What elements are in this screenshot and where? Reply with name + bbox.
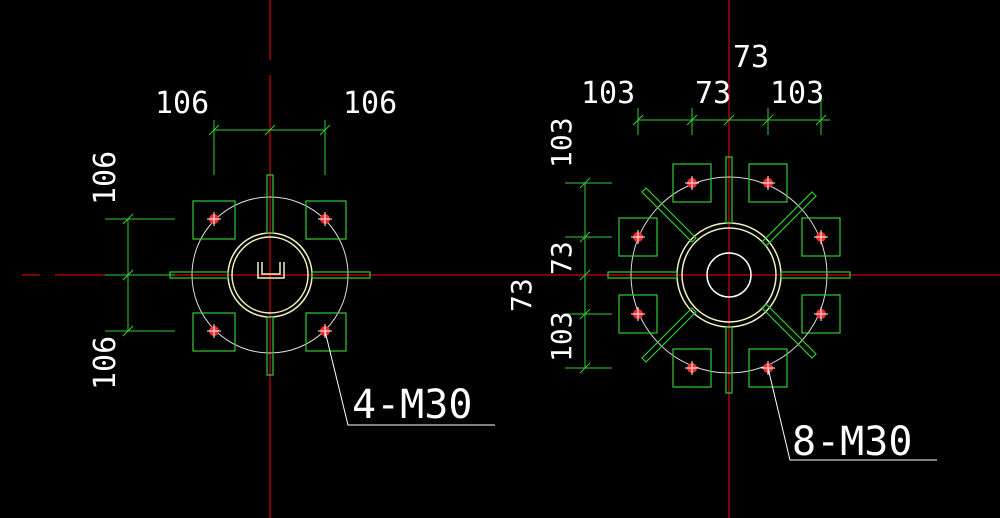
bolt-r2	[761, 176, 775, 190]
channel-section	[257, 262, 285, 279]
left-side-dimension	[105, 213, 175, 337]
stiffener-r-top	[725, 156, 733, 224]
pad-r4	[801, 217, 841, 257]
bolt-pad-br	[305, 312, 347, 352]
stiffener-top	[266, 174, 274, 234]
dim-left-top-right: 106	[343, 86, 397, 121]
bolt-circle-right	[630, 176, 828, 374]
dim-right-top-mid: 73	[695, 76, 731, 111]
right-side-dimension	[565, 177, 612, 374]
dim-right-top-overall: 73	[733, 40, 769, 75]
left-bolt-leader	[324, 330, 495, 426]
bolt-r6	[814, 307, 828, 321]
dim-left-side-bottom: 106	[88, 336, 123, 390]
channel-section-inner	[261, 262, 281, 275]
bolt-r3	[631, 230, 645, 244]
pad-r8	[748, 348, 788, 388]
right-base-plate-detail: 73 103 73 103 103 73 103 73 8-M30	[505, 40, 937, 465]
pad-r2	[748, 163, 788, 203]
bolt-r4	[814, 230, 828, 244]
right-top-dimension	[632, 95, 830, 135]
stiffeners-right	[607, 156, 851, 394]
pad-r5	[618, 294, 658, 334]
dim-left-top-left: 106	[155, 86, 209, 121]
bolt-pad-tl	[192, 200, 236, 240]
right-bolt-label: 8-M30	[792, 419, 912, 465]
pad-r1	[672, 163, 712, 203]
column-inner-right	[681, 227, 777, 323]
column-inner	[231, 236, 309, 314]
bolt-pads-right	[618, 163, 841, 388]
bolt-r1	[685, 176, 699, 190]
pad-r3	[618, 217, 658, 257]
pad-r7	[672, 348, 712, 388]
pad-r6	[801, 294, 841, 334]
right-bolt-leader	[767, 367, 937, 461]
dim-right-side-outer: 73	[505, 278, 538, 312]
stiffener-right	[311, 271, 371, 279]
centerlines	[22, 0, 1000, 518]
dim-right-side-top: 103	[545, 117, 578, 168]
dim-right-side-mid: 73	[545, 241, 578, 275]
bolt-bl	[207, 324, 221, 338]
dim-right-side-bottom: 103	[545, 311, 578, 362]
dim-right-top-right: 103	[770, 76, 824, 111]
bolt-r7	[685, 361, 699, 375]
left-top-dimension	[208, 120, 331, 175]
column-core-right	[706, 252, 752, 298]
bolts	[207, 212, 332, 338]
left-base-plate-detail: 106 106 106 106 4-M30	[88, 86, 495, 428]
bolt-pad-bl	[192, 312, 236, 352]
stiffener-r-diag-tl	[641, 187, 697, 243]
bolt-tr	[318, 212, 332, 226]
stiffener-bottom	[266, 316, 274, 376]
bolt-tl	[207, 212, 221, 226]
stiffener-r-diag-tr	[761, 191, 817, 247]
bolt-pad-tr	[305, 200, 347, 240]
bolt-pads	[192, 200, 347, 352]
bolt-circle	[191, 196, 349, 354]
stiffener-r-right	[780, 271, 851, 279]
stiffener-r-diag-bl	[641, 307, 697, 363]
dim-right-top-left: 103	[581, 76, 635, 111]
left-bolt-label: 4-M30	[352, 382, 472, 428]
stiffener-r-bottom	[725, 326, 733, 394]
stiffener-r-diag-br	[761, 303, 817, 359]
dim-left-side-top: 106	[88, 151, 123, 205]
bolt-r5	[631, 307, 645, 321]
stiffener-r-left	[607, 271, 678, 279]
